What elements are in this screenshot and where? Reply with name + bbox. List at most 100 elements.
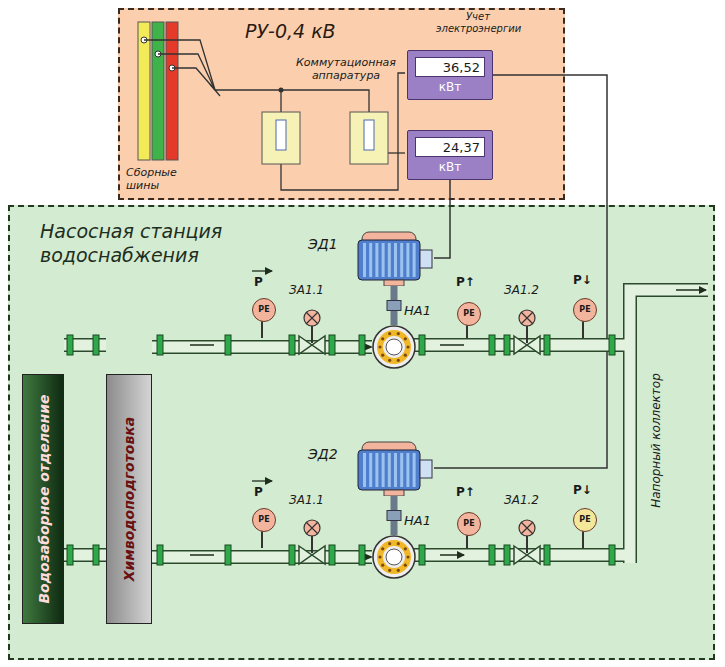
valves <box>311 325 313 343</box>
pressure-tag: P↓ <box>573 484 592 497</box>
valves <box>521 522 533 534</box>
valves <box>311 535 313 553</box>
motor-symbol <box>375 453 378 487</box>
flanges <box>329 335 335 355</box>
pump-symbol <box>380 333 408 361</box>
block-title: Химводоподготовка <box>121 417 137 582</box>
pump-symbol <box>388 542 391 545</box>
pressure-gauge: PE <box>252 298 276 322</box>
gauge-label: PE <box>458 513 480 535</box>
pump-symbol <box>381 337 384 340</box>
motor-label: ЭД2 <box>308 446 338 462</box>
pipe-connector <box>152 550 372 564</box>
part-label: Коммутационная аппаратура <box>296 56 396 82</box>
power-cable <box>434 180 450 258</box>
junction-dot <box>279 88 284 93</box>
motor-symbol <box>406 453 409 487</box>
pump-symbol <box>380 543 408 571</box>
motor-label: ЭД1 <box>308 236 338 252</box>
pump-symbol <box>386 339 402 355</box>
discharge-pipes <box>414 290 708 563</box>
motor-symbol <box>400 453 403 487</box>
pressure-arrows <box>252 480 272 481</box>
pump-symbol <box>381 354 384 357</box>
shaft-coupling <box>387 301 401 311</box>
busbars <box>166 22 178 160</box>
bus-wiring <box>144 40 405 190</box>
pipe-connector <box>152 557 372 558</box>
flanges <box>544 335 550 355</box>
bus-wiring <box>172 68 215 90</box>
pump-symbol <box>404 354 407 357</box>
switch-boxes <box>276 120 286 150</box>
electric-motor: ЭД1 <box>354 230 434 286</box>
pump-symbol <box>397 332 400 335</box>
flanges <box>67 335 73 355</box>
pipe-connector <box>152 347 372 348</box>
pump-symbol <box>373 536 415 578</box>
pump-symbol <box>388 332 391 335</box>
flanges <box>289 545 295 565</box>
part-label: Сборные шины <box>126 166 206 192</box>
discharge-pipes <box>414 290 708 563</box>
region-title: РУ-0,4 кВ <box>245 20 336 42</box>
pressure-gauge: PE <box>573 508 597 532</box>
pump-symbol <box>397 542 400 545</box>
pump-symbol <box>378 345 381 348</box>
pump-symbol <box>372 325 416 369</box>
pump-symbol <box>397 359 400 362</box>
electric-motor: ЭД2 <box>354 440 434 496</box>
motor-symbol <box>413 453 416 487</box>
switch-boxes <box>262 112 300 164</box>
valve-tag: ЗА1.2 <box>504 494 539 507</box>
motor-symbol <box>358 240 420 280</box>
pump-symbol <box>388 359 391 362</box>
busbars <box>138 22 150 160</box>
pipe-connector <box>152 552 372 563</box>
motor-symbol <box>394 243 397 277</box>
pump-symbol <box>397 569 400 572</box>
valves <box>306 522 318 534</box>
station-fill <box>8 205 715 660</box>
meter-reading: 36,52 <box>415 57 485 77</box>
valves <box>521 312 533 324</box>
valves <box>304 520 320 536</box>
valves <box>519 310 535 326</box>
flanges <box>609 335 615 355</box>
motor-symbol <box>420 460 432 478</box>
motor-symbol <box>358 450 420 490</box>
flanges <box>93 335 99 355</box>
power-cable <box>434 180 450 258</box>
pump-label: НА1 <box>404 303 431 318</box>
motor-symbol <box>363 243 366 277</box>
gauge-stems <box>262 320 583 548</box>
meter-heading: Учет электроэнергии <box>436 11 520 35</box>
flanges <box>225 545 231 565</box>
bus-wiring <box>388 152 405 153</box>
pressure-gauge: PE <box>457 302 481 326</box>
station-region: Насосная станция водоснабженияВодозаборн… <box>8 205 715 660</box>
part-label: Напорный коллектор <box>649 373 662 508</box>
busbars <box>152 22 164 160</box>
shaft-coupling <box>387 496 401 535</box>
pressure-tag: P <box>254 276 263 289</box>
motor-symbol <box>375 243 378 277</box>
switchgear-region: РУ-0,4 кВУчет электроэнергии36,52кВт24,3… <box>118 8 565 200</box>
pump-symbol <box>378 555 381 558</box>
motor-symbol <box>354 230 434 286</box>
flanges <box>359 335 365 355</box>
pump-unit: НА1 <box>372 535 416 579</box>
flanges <box>489 545 495 565</box>
flanges <box>157 335 163 355</box>
region-title: Насосная станция водоснабжения <box>40 219 255 267</box>
bus-wiring <box>280 90 281 112</box>
pressure-tag: P↑ <box>456 276 475 289</box>
switch-boxes <box>364 120 374 150</box>
pressure-gauge: PE <box>573 298 597 322</box>
flanges <box>157 545 163 565</box>
motor-symbol <box>413 243 416 277</box>
block-title: Водозаборное отделение <box>35 394 51 603</box>
pump-symbol <box>373 326 415 368</box>
valves <box>526 535 528 553</box>
process-block: Химводоподготовка <box>106 374 152 624</box>
